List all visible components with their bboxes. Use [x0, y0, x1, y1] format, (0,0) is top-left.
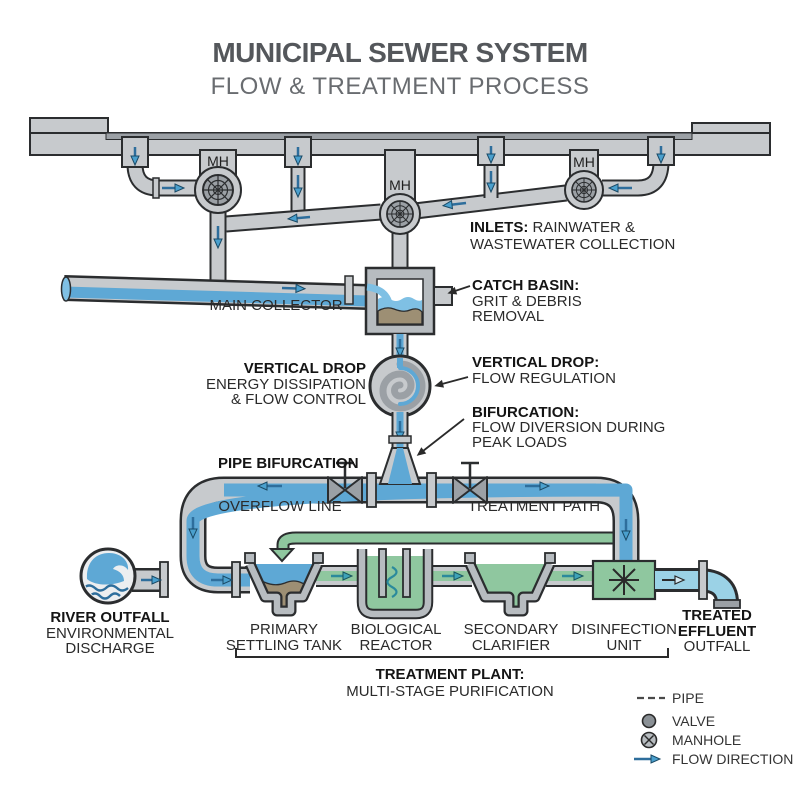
legend-pipe-label: PIPE: [672, 690, 704, 706]
disinfection-label: DISINFECTION: [571, 621, 677, 638]
manhole-grate-icon: [202, 174, 234, 206]
secondary-clarifier: [464, 552, 556, 617]
uv-star-icon: [609, 565, 639, 595]
catch-basin-label-line3: REMOVAL: [472, 308, 544, 325]
page-title: MUNICIPAL SEWER SYSTEM: [212, 37, 587, 68]
river-outfall: [79, 547, 241, 605]
spiral-icon: [379, 360, 426, 412]
catch-basin: [364, 266, 453, 336]
overflow-line-label: OVERFLOW LINE: [218, 498, 341, 515]
bifurcation-note-label: BIFURCATION:: [472, 404, 579, 421]
manhole-2: MH: [379, 149, 421, 235]
drop-right-leader-arrow: [434, 376, 469, 388]
treatment-plant-label: TREATMENT PLANT:: [376, 666, 525, 683]
manhole-grate-icon: [571, 177, 597, 203]
treated-effluent-pipe: [655, 560, 741, 609]
bio-reactor-label-line2: REACTOR: [359, 637, 432, 654]
inlets-label: INLETS: RAINWATER &: [470, 219, 635, 236]
pipe-flange: [344, 275, 354, 305]
treated-effluent-label-line2: EFFLUENT: [678, 623, 756, 640]
bio-reactor-label: BIOLOGICAL: [351, 621, 442, 638]
river-outfall-label: RIVER OUTFALL: [50, 609, 169, 626]
catch-basin-label-line2: GRIT & DEBRIS: [472, 293, 582, 310]
tee-junction-water: [388, 448, 412, 484]
main-collector-pipe: [60, 275, 369, 310]
main-collector-label: MAIN COLLECTOR: [209, 297, 342, 314]
pipe-flange: [388, 435, 412, 444]
legend-manhole-label: MANHOLE: [672, 732, 741, 748]
manhole-label: MH: [573, 154, 595, 170]
disinfection-unit: [591, 559, 657, 601]
pipe-flange: [159, 561, 169, 598]
secondary-clarifier-label: SECONDARY: [464, 621, 559, 638]
treatment-plant-bracket: [235, 648, 669, 658]
valve-right: [452, 461, 488, 504]
legend: PIPE VALVE MANHOLE FLOW DIRECTION: [634, 690, 793, 767]
inlets-label-line2: WASTEWATER COLLECTION: [470, 236, 675, 253]
legend-flow-label: FLOW DIRECTION: [672, 751, 793, 767]
street-pipe-network: [126, 161, 670, 293]
recirculation-arrow: [268, 548, 296, 563]
catch-basin-outlet-stub: [433, 286, 453, 306]
drop-left-label-line3: & FLOW CONTROL: [231, 391, 366, 408]
pipe-bifurcation-label: PIPE BIFURCATION: [218, 455, 359, 472]
catch-basin-label: CATCH BASIN:: [472, 277, 579, 294]
manhole-1: MH: [194, 149, 242, 214]
treated-effluent-label: TREATED: [682, 607, 752, 624]
treatment-path-label: TREATMENT PATH: [468, 498, 600, 515]
drop-pipe-lower: [388, 412, 412, 452]
river-outfall-label-line2: ENVIRONMENTAL: [46, 625, 174, 642]
bifurcation-pipe: [179, 447, 640, 594]
reactor-liquid: [366, 556, 424, 609]
wave-icon: [83, 553, 129, 600]
bifurcation-note-line3: PEAK LOADS: [472, 434, 567, 451]
treated-effluent-label-line3: OUTFALL: [684, 638, 751, 655]
inlets-label-bold: INLETS:: [470, 219, 528, 236]
manhole-grate-icon: [386, 200, 414, 228]
valve-left: [327, 461, 363, 504]
drop-left-label-line2: ENERGY DISSIPATION: [206, 376, 366, 393]
manhole-label: MH: [389, 177, 411, 193]
pipe-flange: [366, 472, 377, 508]
catch-basin-leader-arrow: [447, 285, 471, 295]
treatment-plant-label-line2: MULTI-STAGE PURIFICATION: [346, 683, 554, 700]
secondary-clarifier-label-line2: CLARIFIER: [472, 637, 551, 654]
pipe-open-end: [60, 276, 72, 302]
collector-flow-arrow: [281, 283, 307, 294]
street-flow-arrows: [130, 146, 666, 250]
primary-tank-label: PRIMARY: [250, 621, 318, 638]
tank-water: [250, 564, 318, 586]
valve-dot-icon: [641, 713, 657, 729]
river-outfall-label-line3: DISCHARGE: [65, 640, 154, 657]
disinfection-label-line2: UNIT: [607, 637, 642, 654]
biological-reactor: [356, 548, 434, 620]
primary-tank-label-line2: SETTLING TANK: [226, 637, 342, 654]
recirculation-line: [268, 531, 626, 563]
legend-valve-label: VALVE: [672, 713, 715, 729]
page-subtitle: FLOW & TREATMENT PROCESS: [211, 73, 590, 100]
drop-left-label: VERTICAL DROP: [244, 360, 366, 377]
pipe-flange: [698, 560, 708, 600]
manhole-crossed-circle-icon: [640, 731, 658, 749]
reactor-baffle: [378, 548, 387, 598]
inflow-waterfall: [366, 283, 393, 305]
drop-right-label: VERTICAL DROP:: [472, 354, 599, 371]
bifurcation-note-line2: FLOW DIVERSION DURING: [472, 419, 665, 436]
manhole-3: MH: [564, 149, 604, 210]
clarifier-liquid: [470, 564, 550, 611]
outfall-flange: [713, 599, 741, 609]
catch-basin-sediment: [377, 307, 423, 325]
reactor-baffle: [402, 548, 411, 598]
pipe-flange: [152, 177, 160, 199]
pipe-flange: [426, 472, 437, 508]
pipe-flange: [231, 561, 241, 598]
branch-flow-arrows: [188, 481, 631, 542]
aeration-coil-icon: [386, 566, 398, 598]
manhole-label: MH: [207, 153, 229, 169]
vortex-drop-structure: [368, 354, 432, 418]
bifurcation-leader-arrow: [416, 418, 465, 456]
drop-right-label-line2: FLOW REGULATION: [472, 370, 616, 387]
